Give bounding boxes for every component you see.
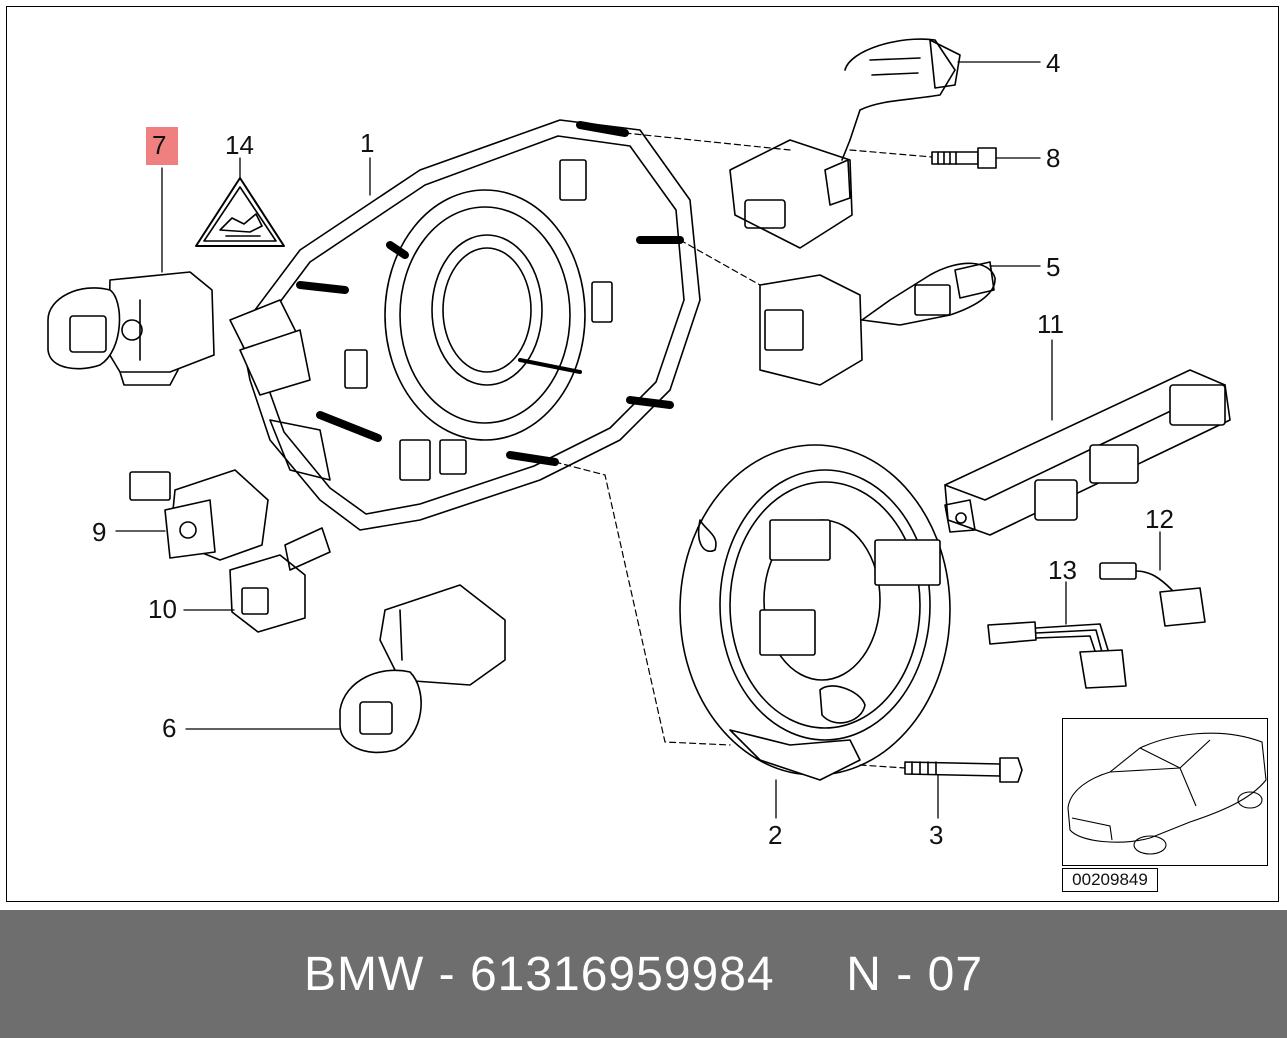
callout-2: 2 [768, 820, 783, 850]
part-12-wiring-adapter [1099, 562, 1206, 627]
callout-11: 11 [1037, 309, 1064, 339]
part-1-switch-housing [229, 119, 701, 531]
callout-13: 13 [1048, 555, 1077, 585]
callout-7-highlight [146, 127, 178, 165]
part-2-slip-ring [679, 444, 951, 781]
part-3-screw [904, 757, 1023, 783]
callout-5: 5 [1046, 252, 1061, 282]
footer-brand: BMW [303, 947, 425, 1001]
leader-lines [115, 61, 1161, 819]
footer-separator-2: - [881, 947, 928, 1001]
exploded-parts-drawing [47, 38, 1267, 855]
callout-4: 4 [1046, 48, 1061, 78]
footer-separator-1: - [424, 947, 470, 1001]
drawing-reference-number: 00209849 [1062, 868, 1158, 892]
part-5-wiper-stalk [759, 261, 996, 386]
part-8-screw [931, 147, 997, 169]
part-7-cruise-control-switch [47, 271, 215, 386]
footer-position-number: 07 [927, 947, 984, 1001]
callout-7: 7 [152, 130, 167, 160]
footer-band: BMW - 61316959984 N - 07 [0, 910, 1287, 1038]
part-6-multifunction-switch [339, 584, 506, 754]
callout-14: 14 [225, 130, 254, 160]
callout-1: 1 [360, 128, 375, 158]
part-9-switch [129, 469, 269, 561]
part-4-turn-signal-stalk [729, 38, 961, 249]
part-11-steering-column-module [944, 369, 1231, 536]
footer-part-number: 61316959984 [469, 947, 775, 1001]
part-14-warning-label [195, 177, 285, 247]
vehicle-location-inset [1067, 732, 1267, 855]
callout-10: 10 [148, 594, 177, 624]
callout-3: 3 [929, 820, 944, 850]
assembly-dashed-lines [554, 132, 933, 769]
callout-6: 6 [162, 713, 177, 743]
footer-position-prefix: N [846, 947, 882, 1001]
vehicle-inset-frame [1062, 718, 1268, 866]
footer-part-caption: BMW - 61316959984 N - 07 [304, 947, 983, 1002]
callout-9: 9 [92, 517, 107, 547]
part-13-wiring-harness [987, 621, 1127, 689]
callout-8: 8 [1046, 143, 1061, 173]
part-10-switch [229, 527, 331, 633]
callout-12: 12 [1145, 504, 1174, 534]
